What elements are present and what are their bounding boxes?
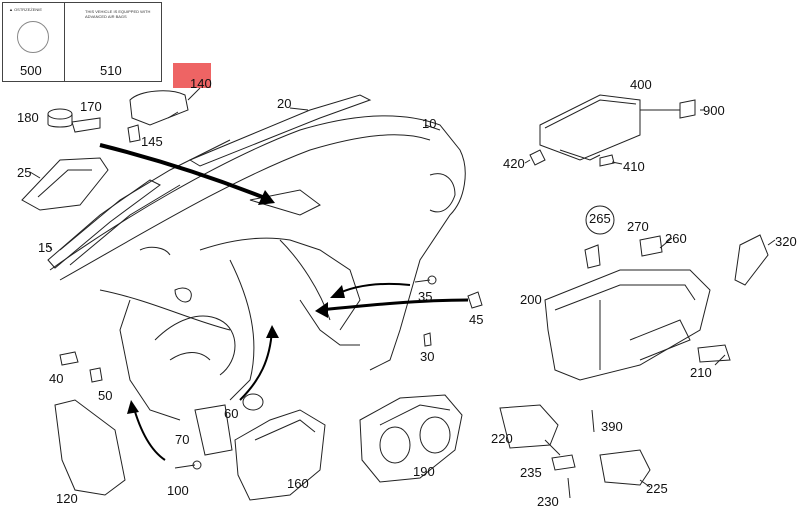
warning-label-title: ▲ OSTRZEŻENIE [9,7,43,12]
callout-60: 60 [224,406,239,421]
callout-270: 270 [627,219,649,234]
callout-120: 120 [56,491,78,506]
callout-100: 100 [167,483,189,498]
callout-200: 200 [520,292,542,307]
callout-390: 390 [601,419,623,434]
callout-320: 320 [775,234,797,249]
callout-45: 45 [469,312,484,327]
callout-10: 10 [422,116,437,131]
callout-230: 230 [537,494,559,509]
callout-170: 170 [80,99,102,114]
callout-420: 420 [503,156,525,171]
callout-180: 180 [17,110,39,125]
callout-265: 265 [589,211,611,226]
callout-260: 260 [665,231,687,246]
callout-235: 235 [520,465,542,480]
warning-label-500: ▲ OSTRZEŻENIE [2,2,66,82]
callout-40: 40 [49,371,64,386]
callout-210: 210 [690,365,712,380]
label-box-number-500: 500 [20,63,42,78]
callout-140: 140 [190,76,212,91]
airbag-warning-icon [17,21,49,53]
callout-145: 145 [141,134,163,149]
callout-70: 70 [175,432,190,447]
callout-30: 30 [420,349,435,364]
callout-190: 190 [413,464,435,479]
dashboard-outline [49,115,466,421]
callout-25: 25 [17,165,32,180]
callout-50: 50 [98,388,113,403]
callout-220: 220 [491,431,513,446]
callout-900: 900 [703,103,725,118]
label-box-number-510: 510 [100,63,122,78]
callout-15: 15 [38,240,53,255]
callout-410: 410 [623,159,645,174]
callout-400: 400 [630,77,652,92]
callout-225: 225 [646,481,668,496]
callout-20: 20 [277,96,292,111]
airbag-label-text: THIS VEHICLE IS EQUIPPED WITH ADVANCED A… [85,9,151,19]
highlight-140 [173,63,211,88]
callout-35: 35 [418,289,433,304]
callout-160: 160 [287,476,309,491]
airbag-label-510: THIS VEHICLE IS EQUIPPED WITH ADVANCED A… [64,2,162,82]
